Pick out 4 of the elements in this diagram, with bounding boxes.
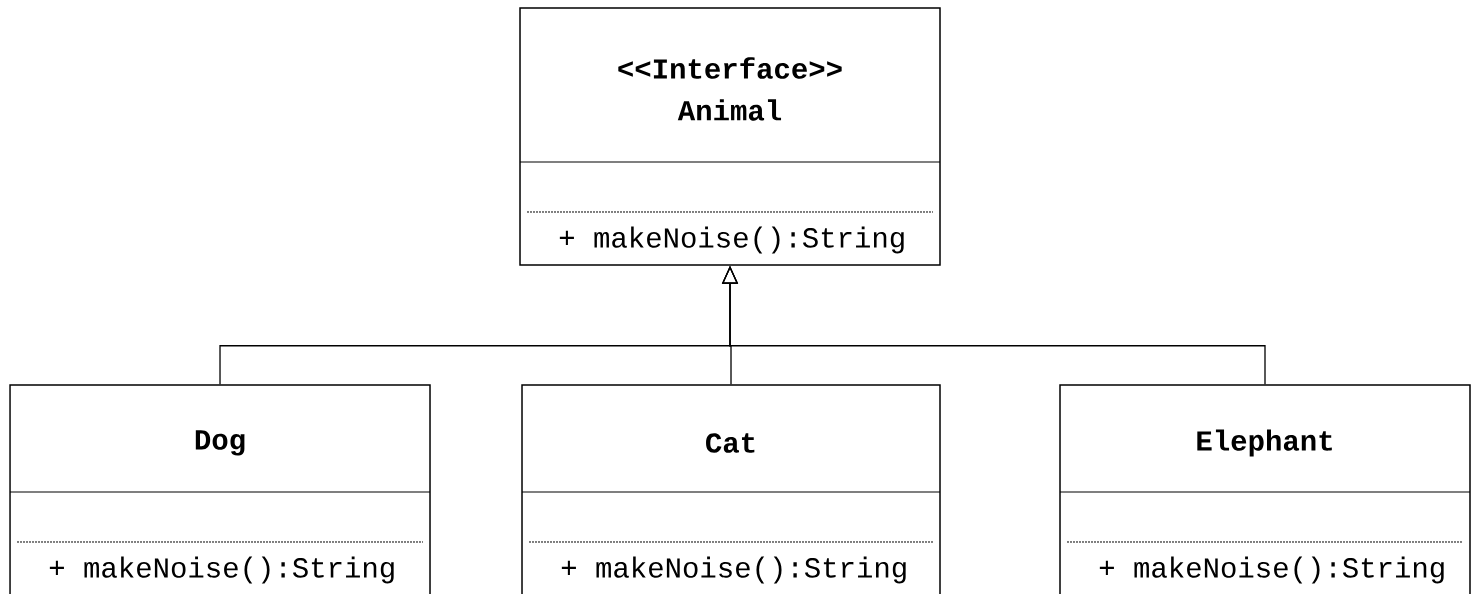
class-box: Elephant + makeNoise():String	[1059, 384, 1471, 594]
class-box: Dog + makeNoise():String	[9, 384, 431, 594]
class-box: Cat + makeNoise():String	[521, 384, 941, 594]
class-box: <<Interface>> Animal + makeNoise():String	[519, 7, 941, 266]
